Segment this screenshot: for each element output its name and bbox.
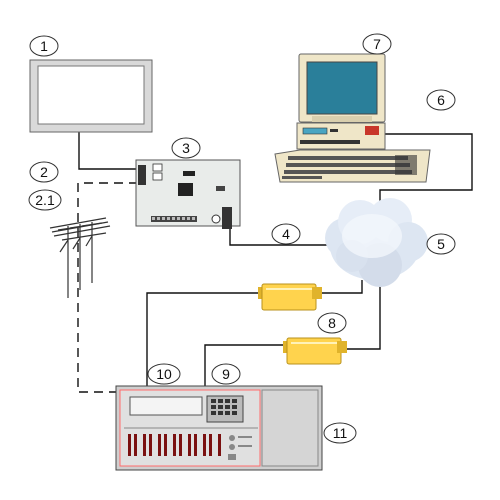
- callout-8: 8: [317, 312, 347, 334]
- modem9-to-rack-line: [204, 344, 284, 390]
- callout-11-label: 11: [333, 425, 348, 441]
- monitor-to-board-line: [78, 132, 140, 170]
- network-cloud-icon: [325, 198, 428, 287]
- callout-1: 1: [29, 35, 59, 57]
- callout-1-label: 1: [40, 38, 48, 54]
- callout-10: 10: [147, 363, 181, 385]
- callout-4-label: 4: [282, 226, 290, 242]
- callout-8-label: 8: [328, 315, 336, 331]
- modem-icon: [258, 283, 322, 311]
- callout-6: 6: [426, 89, 456, 111]
- callout-3-label: 3: [182, 140, 190, 156]
- modem8-to-rack-line: [146, 292, 258, 390]
- callout-6-label: 6: [437, 92, 445, 108]
- callout-9: 9: [211, 363, 241, 385]
- display-monitor-icon: [29, 59, 153, 133]
- callout-2: 2: [29, 161, 59, 183]
- power-line-icon: [49, 217, 111, 298]
- callout-2-1-label: 2.1: [35, 192, 55, 208]
- callout-2-label: 2: [40, 164, 48, 180]
- cloud-to-modem8-line: [322, 280, 363, 294]
- callout-11: 11: [323, 422, 357, 444]
- modem-icon: [283, 337, 347, 365]
- measurement-rack-icon: [115, 385, 323, 471]
- callout-5-label: 5: [437, 236, 445, 252]
- computer-to-cloud-line: [379, 133, 473, 205]
- dashed-wireless-line: [77, 182, 138, 393]
- callout-7-label: 7: [373, 36, 381, 52]
- callout-10-label: 10: [156, 366, 172, 382]
- callout-5: 5: [426, 233, 456, 255]
- desktop-computer-icon: [274, 53, 431, 183]
- callout-9-label: 9: [222, 366, 230, 382]
- callout-4: 4: [271, 223, 301, 245]
- callout-3: 3: [171, 137, 201, 159]
- callout-2-1: 2.1: [28, 189, 62, 211]
- controller-board-icon: [135, 159, 241, 229]
- cloud-to-modem9-line: [344, 275, 381, 350]
- callout-7: 7: [362, 33, 392, 55]
